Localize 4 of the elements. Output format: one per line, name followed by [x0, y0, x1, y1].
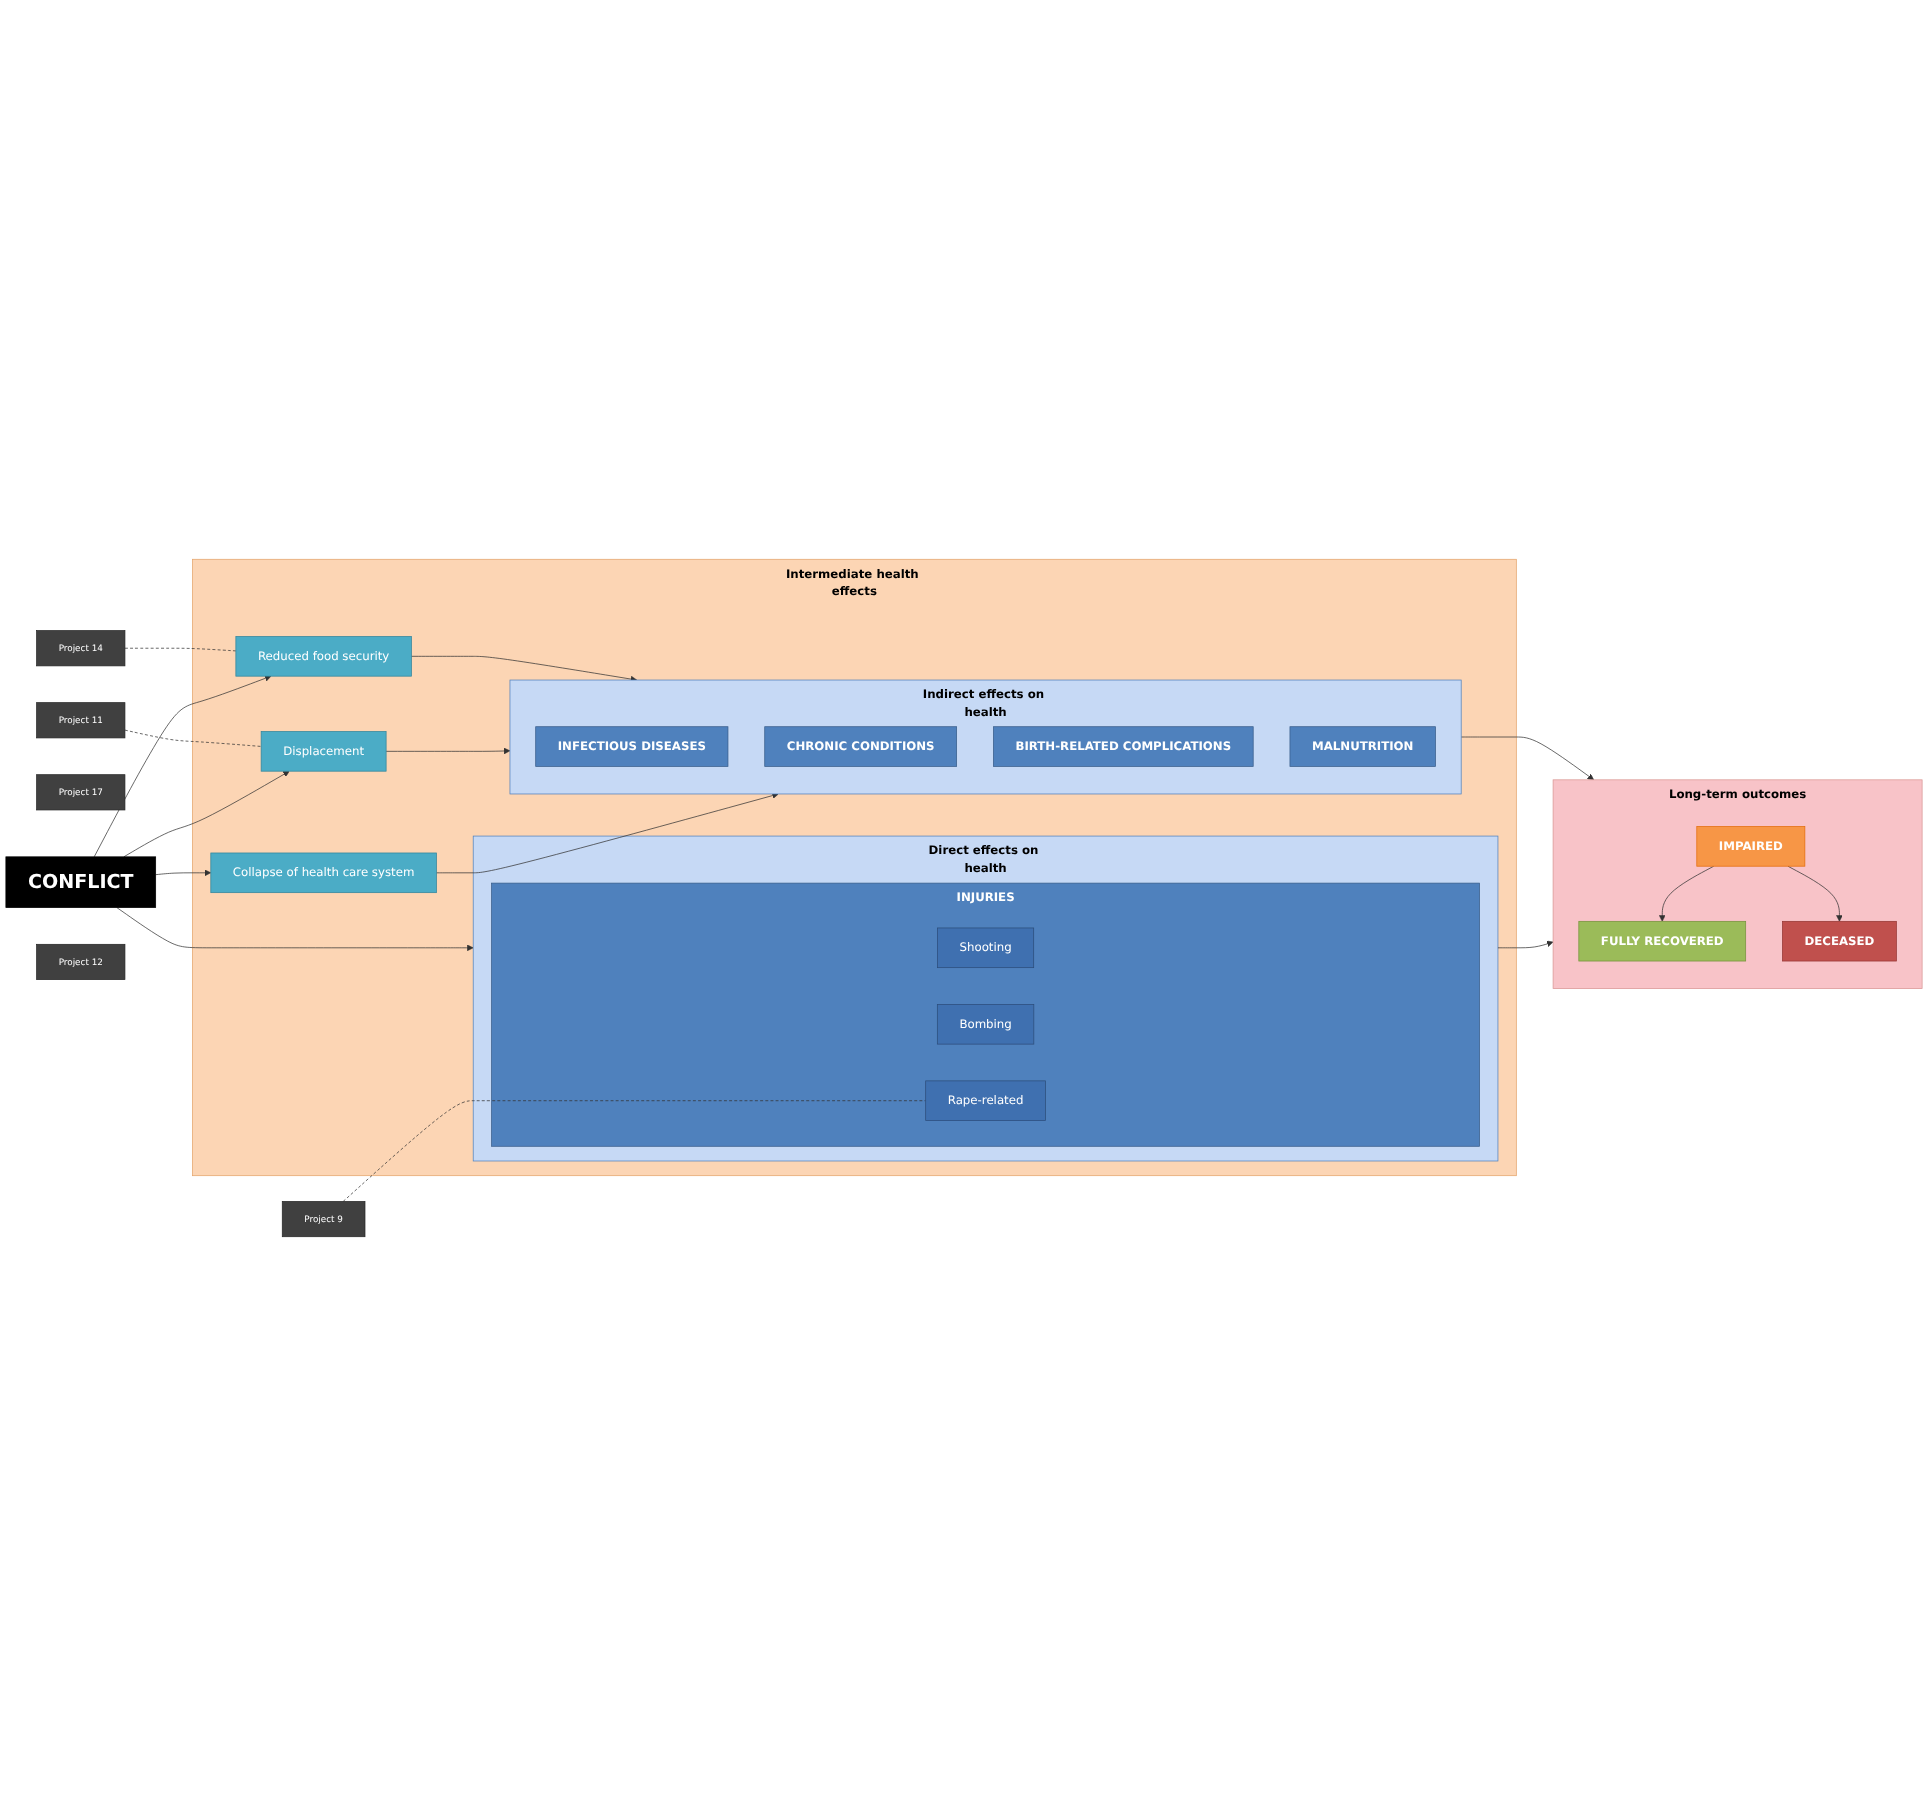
connector	[124, 729, 262, 747]
connector	[342, 1100, 927, 1202]
node-box: CONFLICT	[5, 856, 157, 908]
connector	[124, 647, 237, 652]
